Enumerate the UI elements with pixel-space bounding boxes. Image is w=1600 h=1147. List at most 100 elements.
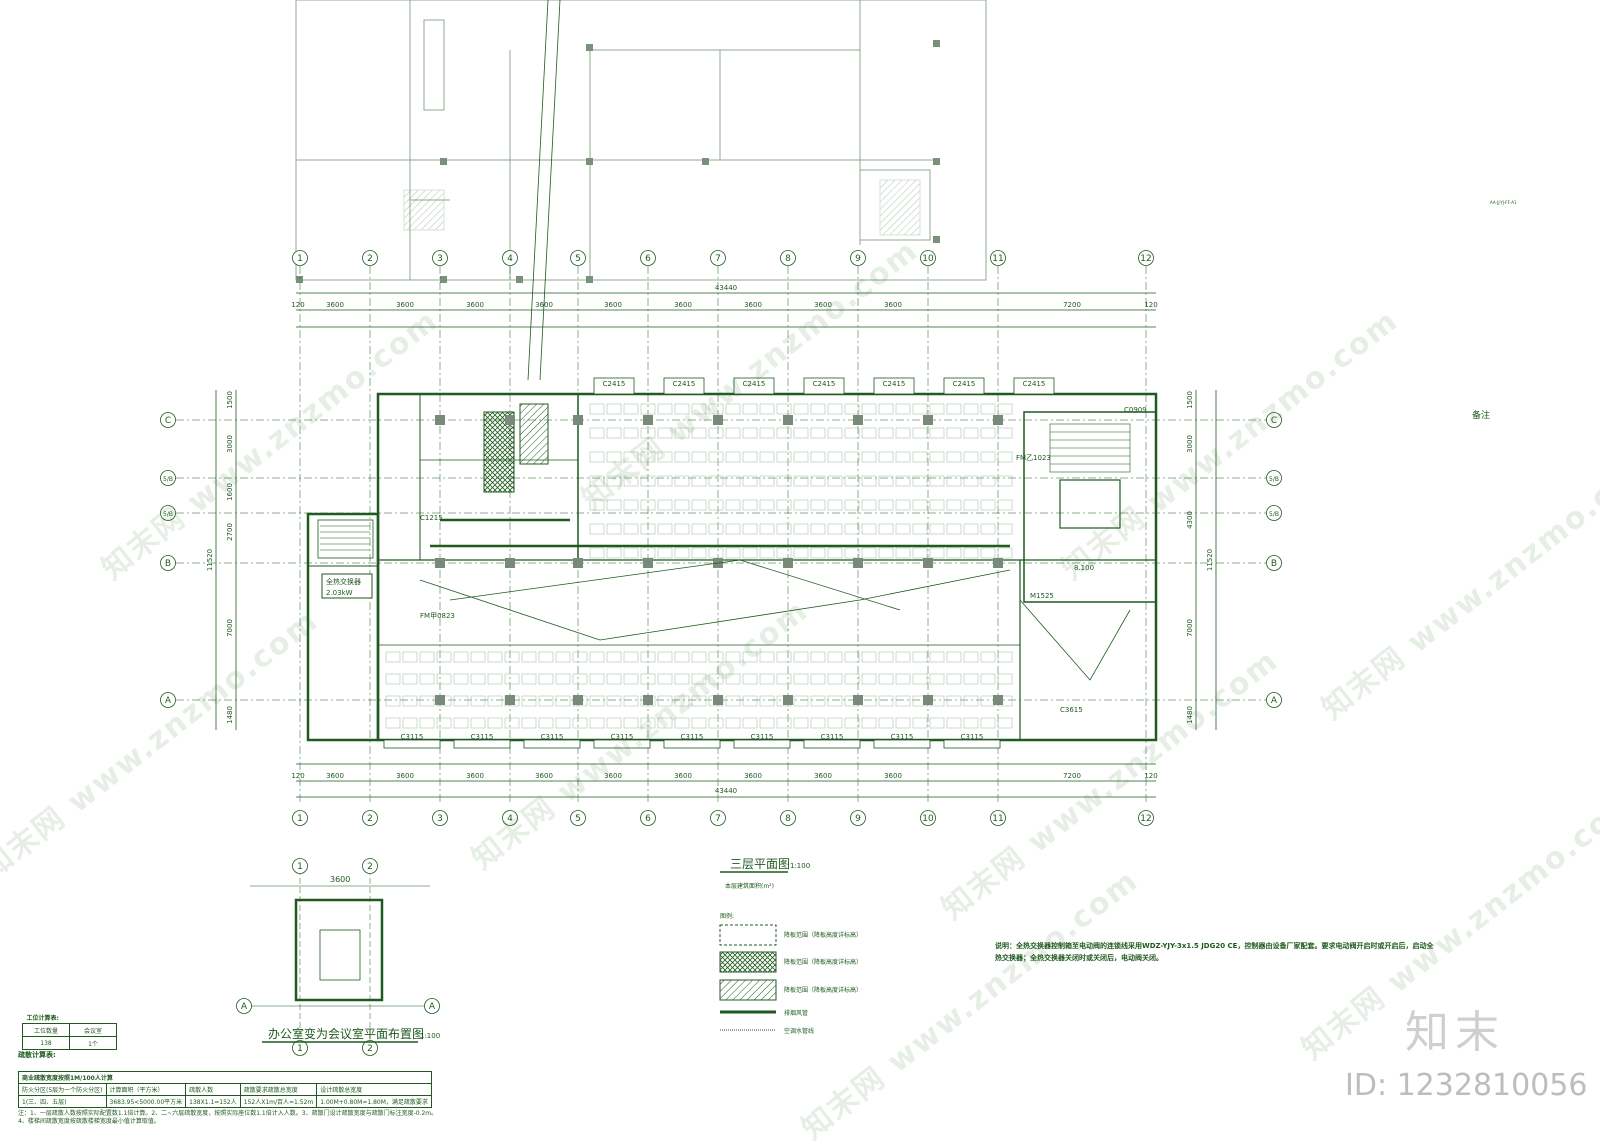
desk bbox=[946, 499, 962, 511]
desk bbox=[776, 427, 792, 439]
hatch-area-1 bbox=[483, 411, 515, 493]
desk bbox=[589, 427, 605, 439]
axis-bubble bbox=[710, 250, 726, 266]
dim-value: 3600 bbox=[884, 772, 902, 780]
desk bbox=[606, 475, 622, 487]
desk bbox=[878, 475, 894, 487]
column bbox=[853, 558, 863, 568]
desk bbox=[385, 695, 401, 707]
desk bbox=[385, 717, 401, 729]
axis-bubble bbox=[990, 810, 1006, 826]
column bbox=[505, 558, 515, 568]
desk bbox=[878, 499, 894, 511]
axis-label: B bbox=[165, 559, 171, 569]
desk bbox=[827, 717, 843, 729]
axis-label: A bbox=[429, 1002, 436, 1012]
desk bbox=[912, 523, 928, 535]
desk bbox=[623, 523, 639, 535]
desk bbox=[708, 499, 724, 511]
column bbox=[853, 695, 863, 705]
desk bbox=[946, 475, 962, 487]
axis-label: 1 bbox=[297, 862, 303, 872]
desk bbox=[929, 673, 945, 685]
desk bbox=[997, 475, 1013, 487]
desk bbox=[963, 475, 979, 487]
desk bbox=[844, 717, 860, 729]
desk bbox=[555, 717, 571, 729]
dim-value: 3600 bbox=[326, 301, 344, 309]
desk bbox=[827, 673, 843, 685]
desk bbox=[946, 547, 962, 559]
axis-bubble bbox=[292, 858, 308, 874]
desk bbox=[742, 523, 758, 535]
desk bbox=[793, 547, 809, 559]
drawing-scale: 1:100 bbox=[790, 862, 810, 870]
desk bbox=[861, 475, 877, 487]
axis-bubble bbox=[570, 810, 586, 826]
axis-label: 10 bbox=[922, 254, 934, 264]
desk bbox=[708, 673, 724, 685]
desk bbox=[470, 673, 486, 685]
desk bbox=[674, 499, 690, 511]
dim-value: 3000 bbox=[1186, 435, 1194, 453]
desk bbox=[657, 523, 673, 535]
desk bbox=[504, 673, 520, 685]
equipment-label: 全热交换器 bbox=[326, 577, 361, 586]
axis-label: 10 bbox=[922, 814, 934, 824]
desk bbox=[895, 403, 911, 415]
axis-bubble bbox=[160, 692, 176, 708]
desk bbox=[980, 499, 996, 511]
axis-label: 5/B bbox=[1269, 476, 1279, 483]
axis-label: 11 bbox=[992, 814, 1003, 824]
axis-bubble bbox=[850, 250, 866, 266]
desk bbox=[623, 427, 639, 439]
desk bbox=[555, 673, 571, 685]
desk bbox=[776, 451, 792, 463]
desk bbox=[793, 403, 809, 415]
dim-value: 3600 bbox=[744, 301, 762, 309]
desk bbox=[810, 695, 826, 707]
desk bbox=[895, 499, 911, 511]
calc-header-cell: 计算面积（平方米） bbox=[105, 1083, 187, 1096]
desk bbox=[929, 651, 945, 663]
desk bbox=[810, 451, 826, 463]
desk bbox=[487, 651, 503, 663]
axis-bubble bbox=[362, 858, 378, 874]
desk bbox=[708, 451, 724, 463]
axis-label: 9 bbox=[855, 814, 861, 824]
desk bbox=[759, 451, 775, 463]
desk bbox=[929, 499, 945, 511]
desk bbox=[793, 673, 809, 685]
legend-label-4: 排烟风管 bbox=[784, 1009, 808, 1017]
desk bbox=[963, 427, 979, 439]
column bbox=[783, 695, 793, 705]
desk bbox=[691, 547, 707, 559]
desk bbox=[453, 673, 469, 685]
stair-left bbox=[320, 525, 370, 551]
desk bbox=[589, 695, 605, 707]
desk bbox=[844, 451, 860, 463]
axis-label: 5 bbox=[575, 254, 581, 264]
desk bbox=[793, 427, 809, 439]
desk bbox=[623, 673, 639, 685]
window-label: C2415 bbox=[883, 380, 906, 388]
axis-bubble bbox=[1138, 810, 1154, 826]
dim-value: 3600 bbox=[674, 772, 692, 780]
axis-bubble bbox=[160, 555, 176, 571]
desk bbox=[997, 673, 1013, 685]
dim-value: 3600 bbox=[674, 301, 692, 309]
desk bbox=[487, 695, 503, 707]
desk bbox=[606, 499, 622, 511]
desk bbox=[657, 427, 673, 439]
mini-width-dim: 3600 bbox=[330, 875, 350, 884]
window-top bbox=[593, 377, 635, 395]
desk bbox=[980, 451, 996, 463]
desk bbox=[606, 403, 622, 415]
desk bbox=[623, 499, 639, 511]
axis-label: C bbox=[1271, 416, 1277, 426]
calc-value-cell: 152人X1m/百人=1.52m bbox=[239, 1095, 318, 1108]
desk bbox=[623, 695, 639, 707]
desk bbox=[725, 475, 741, 487]
desk bbox=[640, 523, 656, 535]
desk bbox=[623, 547, 639, 559]
